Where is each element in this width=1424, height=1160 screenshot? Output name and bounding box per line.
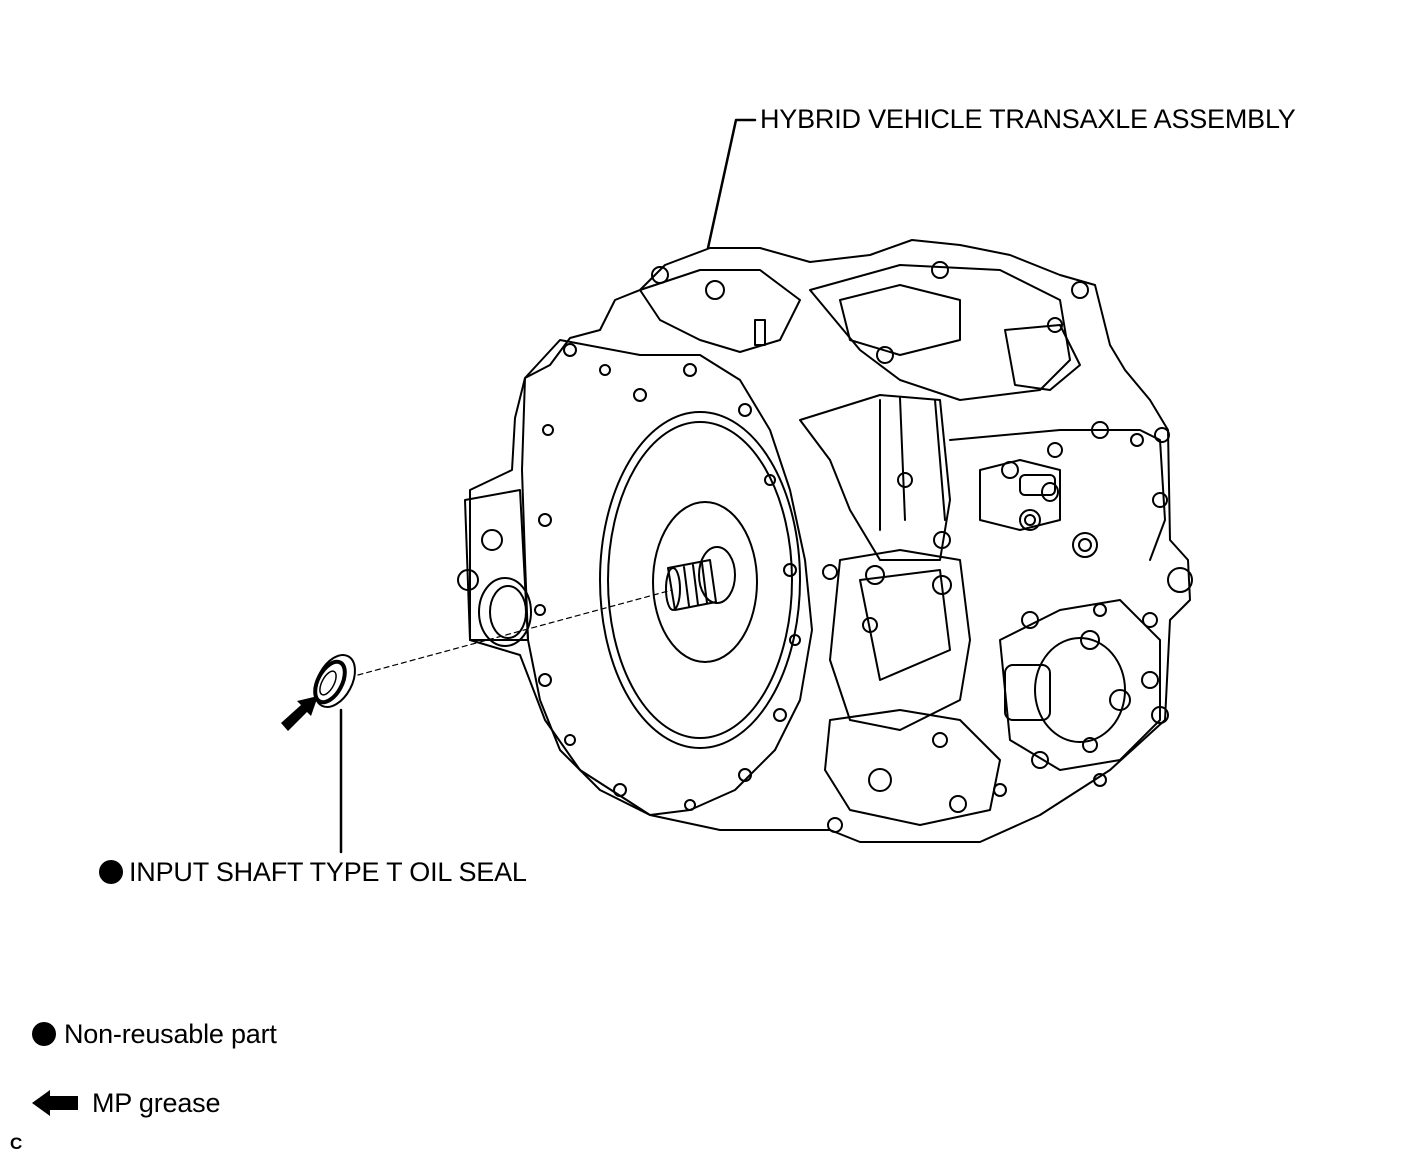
transaxle-leader-line <box>706 118 757 250</box>
installation-dashed-line <box>357 589 673 676</box>
legend-non-reusable-label: Non-reusable part <box>64 1019 277 1049</box>
figure-code: C <box>10 1134 23 1153</box>
transaxle-assembly-illustration <box>457 239 1193 843</box>
transaxle-assembly-label: HYBRID VEHICLE TRANSAXLE ASSEMBLY <box>760 104 1296 134</box>
filled-circle-icon <box>99 860 123 884</box>
oil-seal-illustration <box>313 654 356 708</box>
grease-arrow-icon <box>32 1090 78 1116</box>
legend-mp-grease-label: MP grease <box>92 1088 221 1118</box>
filled-circle-icon <box>32 1022 56 1046</box>
grease-arrow-icon <box>281 696 318 731</box>
oil-seal-label: INPUT SHAFT TYPE T OIL SEAL <box>129 857 527 887</box>
